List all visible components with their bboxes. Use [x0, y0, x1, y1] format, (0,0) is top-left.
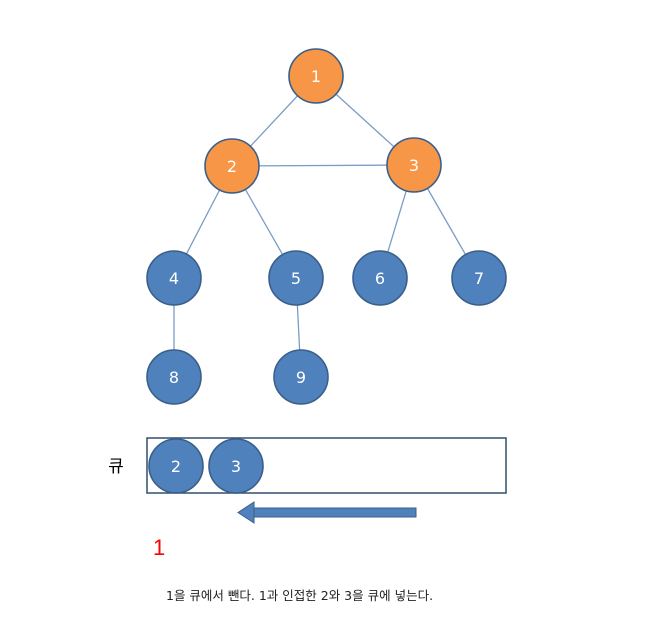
graph-edges — [173, 75, 480, 378]
dequeued-node-label: 1 — [153, 535, 166, 560]
node-6: 6 — [352, 250, 408, 306]
node-label: 2 — [227, 157, 237, 176]
graph-nodes: 1 2 3 4 5 6 7 8 9 — [146, 48, 507, 405]
node-circle — [146, 250, 202, 306]
queue-item-circle — [148, 438, 204, 494]
node-circle — [288, 48, 344, 104]
node-3: 3 — [386, 137, 442, 193]
queue-item-label: 2 — [171, 457, 181, 476]
node-9: 9 — [273, 349, 329, 405]
edge-2-3 — [231, 164, 415, 167]
node-label: 9 — [296, 368, 306, 387]
queue-label: 큐 — [108, 457, 124, 477]
node-circle — [273, 349, 329, 405]
queue-item-2: 2 — [148, 438, 204, 494]
dequeue-arrow — [237, 501, 417, 524]
step-caption: 1을 큐에서 뺀다. 1과 인접한 2와 3을 큐에 넣는다. — [166, 588, 434, 603]
node-circle — [146, 349, 202, 405]
node-circle — [451, 250, 507, 306]
node-label: 7 — [474, 269, 484, 288]
node-circle — [204, 138, 260, 194]
queue-item-3: 3 — [208, 438, 264, 494]
node-label: 4 — [169, 269, 179, 288]
node-label: 3 — [409, 156, 419, 175]
node-label: 8 — [169, 368, 179, 387]
node-1: 1 — [288, 48, 344, 104]
node-label: 1 — [311, 67, 321, 86]
node-circle — [352, 250, 408, 306]
node-label: 6 — [375, 269, 385, 288]
node-2: 2 — [204, 138, 260, 194]
queue-item-label: 3 — [231, 457, 241, 476]
queue-box — [146, 437, 507, 494]
node-4: 4 — [146, 250, 202, 306]
node-circle — [268, 250, 324, 306]
node-8: 8 — [146, 349, 202, 405]
queue-item-circle — [208, 438, 264, 494]
node-7: 7 — [451, 250, 507, 306]
node-5: 5 — [268, 250, 324, 306]
node-circle — [386, 137, 442, 193]
node-label: 5 — [291, 269, 301, 288]
